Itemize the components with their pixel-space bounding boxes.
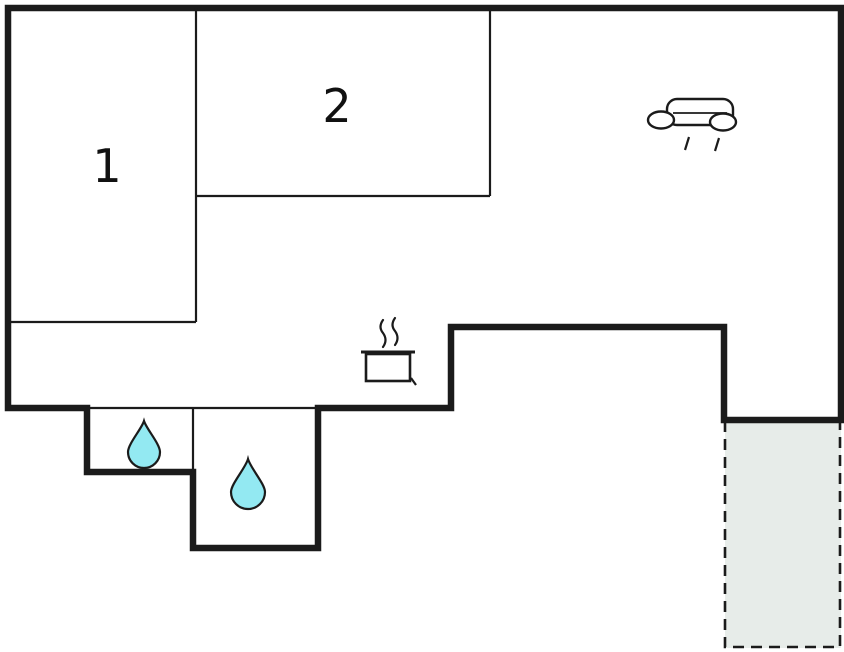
room-1-label: 1 [92,139,121,193]
sofa-leg-right [713,137,721,152]
steam-icon [379,316,399,349]
room-2-label: 2 [322,79,351,133]
water-drop-icon-large [229,454,267,511]
pot-body [364,352,412,383]
cooking-pot-icon [361,316,417,386]
water-drop-icon-small [126,417,162,470]
steam-line [391,316,399,347]
terrace-dashed-border [723,421,842,649]
sofa-armrest-right [708,112,738,132]
walls-group [4,4,844,552]
terrace-area [723,420,842,649]
terrace-fill [725,420,841,648]
sofa-icon [646,97,738,152]
pot-handle [410,377,417,386]
steam-line [379,318,387,349]
sofa-leg-left [683,136,691,151]
sofa-armrest-left [646,110,676,130]
